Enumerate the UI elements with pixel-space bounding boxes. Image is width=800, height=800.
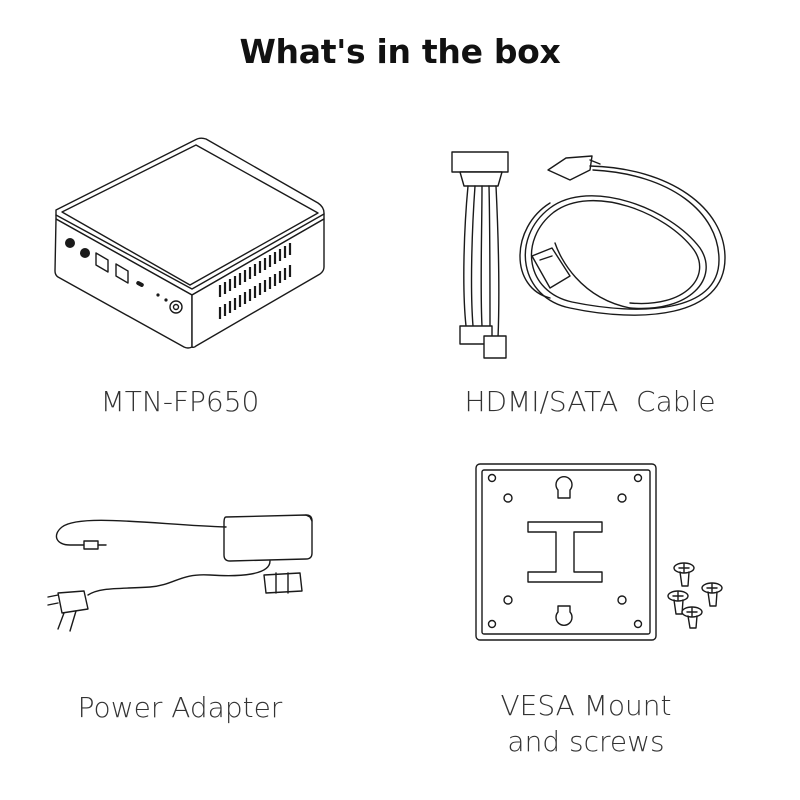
caption-mini-pc: MTN-FP650: [100, 385, 260, 418]
screws-icon: [668, 563, 722, 628]
page-title: What's in the box: [239, 32, 561, 71]
vesa-mount-icon: [470, 460, 740, 645]
power-adapter-icon: [40, 505, 330, 635]
caption-hdmi-sata-cable: HDMI/SATA Cable: [464, 385, 716, 418]
caption-power-adapter: Power Adapter: [77, 691, 283, 724]
caption-vesa-line1: VESA Mount: [500, 689, 672, 722]
caption-vesa-line2: and screws: [507, 725, 665, 758]
caption-vesa-mount: VESA Mount and screws: [386, 688, 786, 760]
mini-pc-icon: [50, 135, 340, 350]
hdmi-sata-cable-icon: [440, 148, 730, 368]
